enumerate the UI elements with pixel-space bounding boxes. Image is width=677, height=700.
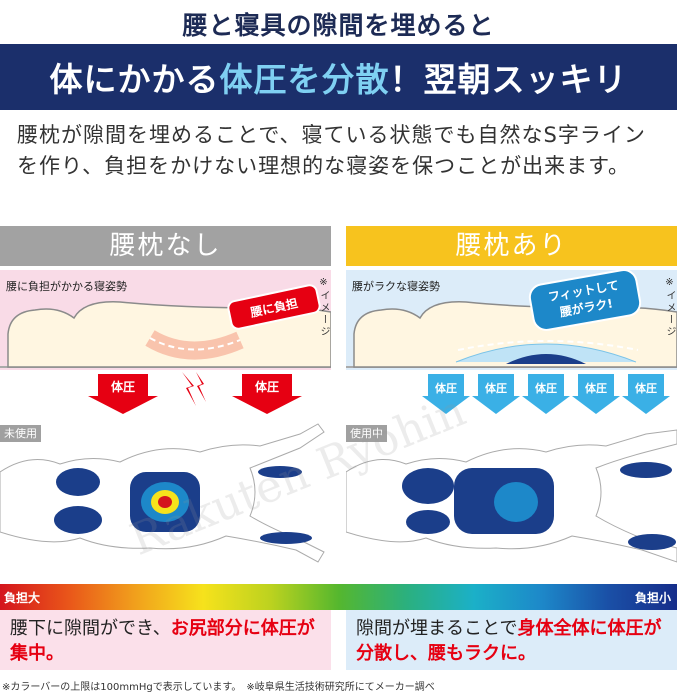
banner-title: 体にかかる体圧を分散！翌朝スッキリ xyxy=(0,53,677,101)
heading-without-pillow: 腰枕なし xyxy=(0,226,331,266)
title-banner xyxy=(0,44,677,110)
pressure-label: 体圧 xyxy=(435,382,457,395)
pressure-arrow-4: 体圧 xyxy=(572,374,620,414)
scale-label-low: 負担小 xyxy=(634,591,671,605)
result-highlight-right: 身体全体に体圧が分散し、腰もラクに。 xyxy=(356,618,662,664)
result-text-with-pillow: 隙間が埋まることで身体全体に体圧が分散し、腰もラクに。 xyxy=(346,610,677,670)
image-note-left: ※イメージ xyxy=(318,277,329,338)
body-outline-illustration xyxy=(0,423,325,563)
pressure-label: 体圧 xyxy=(535,382,557,395)
result-plain-left: 腰下に隙間ができ、 xyxy=(10,618,171,639)
scene-label-right: 腰がラクな寝姿勢 xyxy=(352,280,440,293)
banner-part1: 体にかかる xyxy=(49,60,220,99)
header-subtitle: 腰と寝具の隙間を埋めると xyxy=(182,11,495,40)
pressure-label: 体圧 xyxy=(110,380,135,394)
pressure-label: 体圧 xyxy=(485,382,507,395)
pressure-arrow-2: 体圧 xyxy=(232,374,302,414)
image-note-right: ※イメージ xyxy=(664,277,675,338)
footnote: ※カラーバーの上限は100mmHgで表示しています。 ※岐阜県生活技術研究所にて… xyxy=(2,682,435,693)
pressure-label: 体圧 xyxy=(254,380,279,394)
pressure-arrow-3: 体圧 xyxy=(522,374,570,414)
result-highlight-left: お尻部分に体圧が集中。 xyxy=(10,618,315,664)
pressure-arrow-1: 体圧 xyxy=(422,374,470,414)
callout-text: 腰に負担 xyxy=(249,296,300,320)
scale-label-high: 負担大 xyxy=(4,591,41,605)
description-text: 腰枕が隙間を埋めることで、寝ている状態でも自然なS字ラインを作り、負担をかけない… xyxy=(17,123,646,178)
pressure-arrow-2: 体圧 xyxy=(472,374,520,414)
heading-with-pillow: 腰枕あり xyxy=(346,226,677,266)
scene-label-left: 腰に負担がかかる寝姿勢 xyxy=(6,280,127,293)
pressure-map-unused xyxy=(0,412,331,582)
lightning-icon xyxy=(178,372,208,406)
pressure-arrow-1: 体圧 xyxy=(88,374,158,414)
pressure-map-in-use xyxy=(345,412,677,582)
usage-tag-unused: 未使用 xyxy=(0,425,41,442)
result-plain-right: 隙間が埋まることで xyxy=(356,618,518,639)
banner-highlight: 体圧を分散 xyxy=(219,60,390,99)
banner-part2: ！翌朝スッキリ xyxy=(389,60,628,99)
pressure-arrow-5: 体圧 xyxy=(622,374,670,414)
pressure-label: 体圧 xyxy=(585,382,607,395)
usage-tag-in-use: 使用中 xyxy=(346,425,387,442)
result-text-without-pillow: 腰下に隙間ができ、お尻部分に体圧が集中。 xyxy=(0,610,331,670)
body-outline-illustration xyxy=(345,429,677,563)
pressure-scale-bar xyxy=(0,584,677,610)
pressure-label: 体圧 xyxy=(635,382,657,395)
